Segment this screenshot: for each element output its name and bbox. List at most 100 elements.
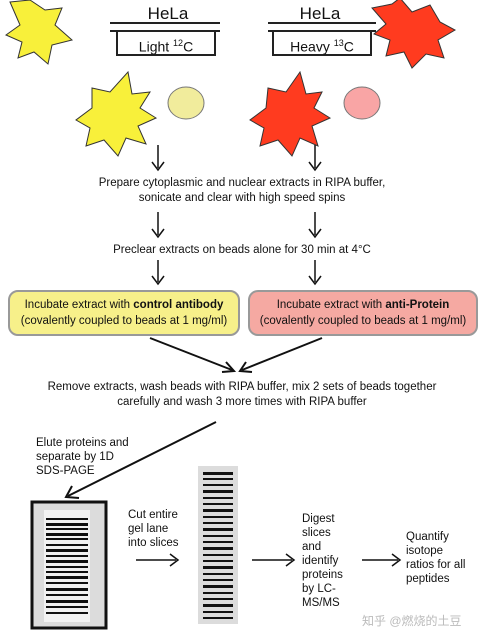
incubate-anti-line2: (covalently coupled to beads at 1 mg/ml) xyxy=(259,315,467,327)
label-light-prefix: Light xyxy=(138,38,174,55)
digest-line3: and xyxy=(302,541,322,553)
gel-band xyxy=(46,549,88,552)
slice-band xyxy=(203,573,233,575)
arrow-converge-right xyxy=(238,337,323,373)
gel-band xyxy=(46,582,88,584)
sliced-gel-lane xyxy=(198,466,238,624)
elute-line2: separate by 1D xyxy=(36,451,114,463)
quantify-line2: isotope xyxy=(406,545,444,557)
gel-band xyxy=(46,523,88,526)
arrow-to-gel xyxy=(64,421,217,499)
nucleus-light xyxy=(167,86,205,120)
slice-band xyxy=(203,516,233,518)
star-cell-heavy xyxy=(249,70,332,157)
hela-title-left: HeLa xyxy=(147,4,189,23)
step-remove: Remove extracts, wash beads with RIPA bu… xyxy=(10,380,474,410)
slice-band xyxy=(203,592,233,594)
arrow-left-1 xyxy=(151,145,165,172)
cut-line3: into slices xyxy=(128,537,179,549)
elute-line3: SDS-PAGE xyxy=(36,465,95,477)
step-preclear: Preclear extracts on beads alone for 30 … xyxy=(113,244,371,256)
nucleus-heavy xyxy=(343,86,381,120)
gel-band xyxy=(46,555,88,557)
incubate-control-line2: (covalently coupled to beads at 1 mg/ml) xyxy=(20,315,228,327)
gel-band xyxy=(46,594,88,596)
gel-band xyxy=(46,576,88,579)
watermark: 知乎 @燃烧的土豆 xyxy=(362,614,462,628)
incubate-anti-pre: Incubate extract with xyxy=(276,299,386,311)
slice-band xyxy=(203,566,233,569)
cut-line1: Cut entire xyxy=(128,509,178,521)
slice-band xyxy=(203,535,233,537)
digest-line7: MS/MS xyxy=(302,597,340,609)
digest-text: Digest slices and identify proteins by L… xyxy=(302,512,343,610)
digest-line4: identify xyxy=(302,555,339,567)
incubate-control-box: Incubate extract with control antibody (… xyxy=(8,290,240,336)
arrow-right-3 xyxy=(308,260,322,286)
slice-band xyxy=(203,604,233,607)
gel-band xyxy=(46,606,88,608)
hela-flask-rim-left xyxy=(110,22,220,32)
incubate-anti-protein-box: Incubate extract with anti-Protein (cova… xyxy=(248,290,478,336)
incubate-control-pre: Incubate extract with xyxy=(24,299,134,311)
slice-band xyxy=(203,547,233,550)
digest-line1: Digest xyxy=(302,513,335,525)
gel-band xyxy=(46,560,88,563)
step-prepare-line1: Prepare cytoplasmic and nuclear extracts… xyxy=(98,177,386,189)
arrow-to-slices xyxy=(136,553,180,567)
slice-band xyxy=(203,528,233,531)
slice-band xyxy=(203,554,233,556)
arrow-converge-left xyxy=(149,337,237,373)
digest-line2: slices xyxy=(302,527,331,539)
slice-band xyxy=(203,472,233,475)
gel-band xyxy=(46,566,88,568)
elute-text: Elute proteins and separate by 1D SDS-PA… xyxy=(36,436,129,478)
gel-band xyxy=(46,600,88,603)
slice-band xyxy=(203,478,233,480)
slice-band xyxy=(203,484,233,486)
step-prepare: Prepare cytoplasmic and nuclear extracts… xyxy=(40,176,444,206)
arrow-right-1 xyxy=(308,145,322,172)
gel-band xyxy=(46,612,88,614)
label-light-suffix: C xyxy=(183,38,194,55)
slice-band xyxy=(203,497,233,499)
slice-band xyxy=(203,585,233,588)
slice-band xyxy=(203,509,233,512)
cut-line2: gel lane xyxy=(128,523,169,535)
elute-line1: Elute proteins and xyxy=(36,437,129,449)
step-remove-line2: carefully and wash 3 more times with RIP… xyxy=(117,396,367,408)
arrow-left-2 xyxy=(151,212,165,239)
digest-line6: by LC- xyxy=(302,583,336,595)
slice-band xyxy=(203,598,233,600)
gel-bands xyxy=(46,518,88,614)
slice-band xyxy=(203,617,233,619)
step-remove-line1: Remove extracts, wash beads with RIPA bu… xyxy=(47,381,437,393)
incubate-control-line1: Incubate extract with control antibody xyxy=(10,297,238,313)
cut-text: Cut entire gel lane into slices xyxy=(128,508,179,550)
incubate-anti-line1: Incubate extract with anti-Protein xyxy=(250,297,476,313)
hela-flask-rim-right xyxy=(268,22,376,32)
incubate-anti-bold: anti-Protein xyxy=(385,299,450,311)
arrow-to-quantify xyxy=(362,553,402,567)
label-heavy-prefix: Heavy xyxy=(290,38,334,55)
gel-band xyxy=(46,538,88,540)
star-cell-top-right xyxy=(371,0,457,69)
label-light-sup: 12 xyxy=(173,38,184,48)
arrow-left-3 xyxy=(151,260,165,286)
hela-label-heavy: Heavy 13C xyxy=(272,32,372,56)
slice-band xyxy=(203,522,233,524)
gel-band xyxy=(46,533,88,536)
star-cell-light xyxy=(75,70,158,157)
quantify-line4: peptides xyxy=(406,573,450,585)
digest-line5: proteins xyxy=(302,569,343,581)
slice-band xyxy=(203,560,233,562)
gel-band xyxy=(46,588,88,591)
arrow-to-digest xyxy=(252,553,296,567)
quantify-line1: Quantify xyxy=(406,531,449,543)
slice-bands xyxy=(203,472,233,619)
slice-band xyxy=(203,503,233,505)
quantify-line3: ratios for all xyxy=(406,559,466,571)
gel-band xyxy=(46,571,88,573)
quantify-text: Quantify isotope ratios for all peptides xyxy=(406,530,465,586)
